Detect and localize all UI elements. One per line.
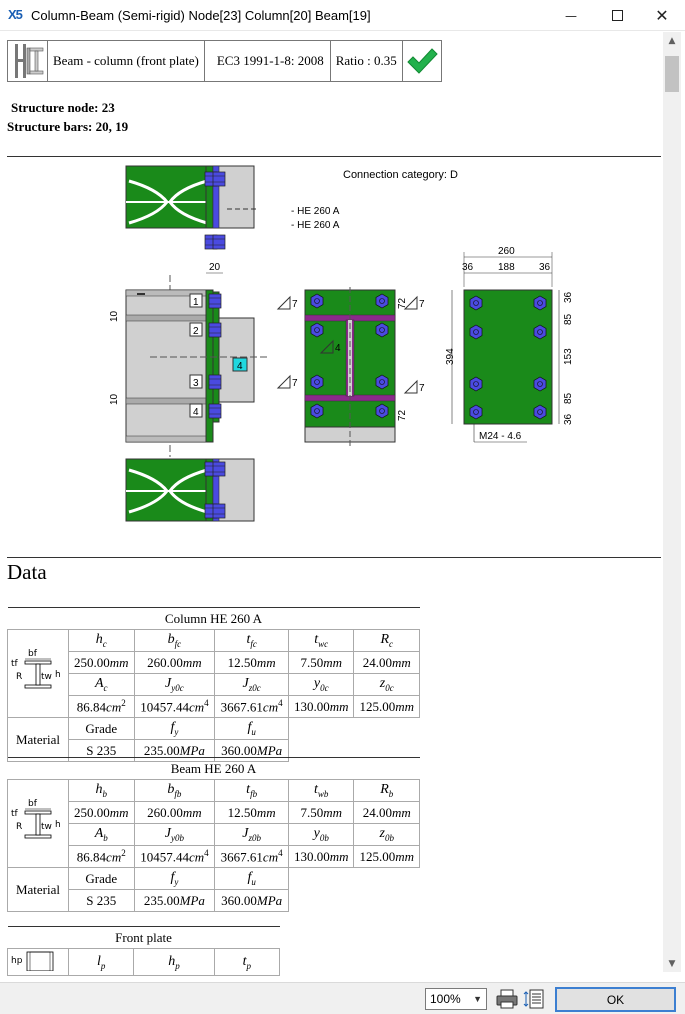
weld-7-top-left: 7: [292, 299, 298, 310]
connection-type-label: Beam - column (front plate): [48, 41, 205, 81]
plate-gauge: 188: [498, 262, 515, 273]
print-button[interactable]: [495, 988, 519, 1010]
beam-label: 4: [237, 361, 243, 372]
printer-icon: [496, 989, 518, 1009]
svg-text:R: R: [16, 672, 22, 682]
column-table: Column HE 260 A bf tf R tw h hc bfc tfc: [7, 607, 420, 762]
pitch-153: 153: [563, 348, 574, 365]
beam-table: Beam HE 260 A bf tf R tw h hb bfb tfb t: [7, 757, 420, 912]
weld-7-top-right: 7: [419, 299, 425, 310]
structure-bars: Structure bars: 20, 19: [7, 119, 129, 134]
pitch-36-bottom: 36: [563, 413, 574, 425]
dim-72-top: 72: [397, 297, 408, 309]
weld-7-bottom-right: 7: [419, 383, 425, 394]
bolt-spec: M24 - 4.6: [479, 431, 522, 442]
plate-edge-left: 36: [462, 262, 474, 273]
minimize-button[interactable]: —: [548, 0, 594, 31]
profile-diagram-icon: bf tf R tw h: [7, 629, 69, 718]
window-title: Column-Beam (Semi-rigid) Node[23] Column…: [31, 8, 371, 23]
app-logo: X5: [8, 7, 23, 22]
plate-edge-right: 36: [539, 262, 551, 273]
connection-drawing: Connection category: D - HE 260 A - HE 2…: [7, 156, 661, 558]
connection-header: Beam - column (front plate) EC3 1991-1-8…: [7, 40, 442, 82]
bolt-label-4: 4: [193, 407, 199, 418]
profile-2: - HE 260 A: [291, 220, 340, 231]
front-plate-icon: hp: [7, 948, 69, 976]
plate-height: 394: [445, 348, 456, 365]
title-bar: X5 Column-Beam (Semi-rigid) Node[23] Col…: [0, 0, 685, 31]
check-icon: [403, 41, 441, 81]
minimize-icon: —: [565, 8, 577, 23]
scroll-up-icon[interactable]: ▲: [668, 35, 676, 46]
connection-type-icon: [8, 41, 48, 81]
vertical-scrollbar[interactable]: ▲ ▼: [663, 32, 681, 972]
plate-weld-view: 7 7 7 7 4 72 72: [276, 287, 425, 447]
side-elevation-view: 1 2 3 4 4 20 10 10: [109, 262, 267, 457]
svg-text:tw: tw: [41, 672, 52, 682]
profile-diagram-icon: bf tf R tw h: [7, 779, 69, 868]
structure-node: Structure node: 23: [11, 100, 115, 115]
bottom-plan-view: [125, 458, 255, 522]
beam-title: Beam HE 260 A: [7, 757, 420, 780]
zoom-select[interactable]: 100% ▼: [425, 988, 487, 1010]
close-button[interactable]: ✕: [639, 0, 685, 31]
profile-1: - HE 260 A: [291, 206, 340, 217]
column-title: Column HE 260 A: [7, 607, 420, 630]
svg-text:bf: bf: [28, 799, 38, 809]
pitch-85-top: 85: [563, 313, 574, 325]
code-label: EC3 1991-1-8: 2008: [205, 41, 331, 81]
ratio-label: Ratio : 0.35: [331, 41, 403, 81]
dim-72-bottom: 72: [397, 409, 408, 421]
report-content[interactable]: Beam - column (front plate) EC3 1991-1-8…: [0, 32, 663, 982]
svg-text:h: h: [55, 670, 61, 680]
beam-material-label: Material: [7, 867, 69, 912]
svg-text:h: h: [55, 820, 61, 830]
dim-20: 20: [209, 262, 221, 273]
chevron-down-icon: ▼: [473, 994, 482, 1004]
plate-width: 260: [498, 246, 515, 257]
svg-text:R: R: [16, 822, 22, 832]
maximize-button[interactable]: [594, 0, 640, 31]
maximize-icon: [611, 10, 623, 21]
plate-layout-view: 260 36 188 36 394 36 85 153 85 36 M24 - …: [445, 246, 574, 443]
column-material-label: Material: [7, 717, 69, 762]
dim-10-top: 10: [109, 310, 120, 322]
bolt-label-2: 2: [193, 326, 199, 337]
column-grade: S 235: [68, 739, 135, 762]
pitch-36-top: 36: [563, 291, 574, 303]
ok-button[interactable]: OK: [555, 987, 676, 1012]
pitch-85-bottom: 85: [563, 392, 574, 404]
bolt-label-1: 1: [193, 297, 199, 308]
svg-text:bf: bf: [28, 649, 38, 659]
front-plate-title: Front plate: [7, 926, 280, 949]
bottom-toolbar: 100% ▼ OK: [0, 982, 685, 1014]
svg-text:hp: hp: [11, 956, 23, 966]
close-icon: ✕: [655, 6, 669, 25]
front-plate-table: Front plate hp lp hp tp: [7, 926, 281, 976]
scroll-down-icon[interactable]: ▼: [668, 958, 676, 969]
data-section-title: Data: [7, 560, 47, 584]
page-setup-icon: [523, 989, 544, 1009]
weld-7-bottom-left: 7: [292, 378, 298, 389]
svg-text:tf: tf: [11, 809, 19, 819]
svg-text:tw: tw: [41, 822, 52, 832]
svg-text:tf: tf: [11, 659, 19, 669]
bolt-label-3: 3: [193, 378, 199, 389]
top-plan-view: [125, 165, 259, 250]
beam-grade: S 235: [68, 889, 135, 912]
weld-4: 4: [335, 343, 341, 354]
connection-category: Connection category: D: [343, 169, 458, 181]
dim-10-bottom: 10: [109, 393, 120, 405]
page-setup-button[interactable]: [523, 988, 547, 1010]
scrollbar-thumb[interactable]: [665, 56, 679, 92]
